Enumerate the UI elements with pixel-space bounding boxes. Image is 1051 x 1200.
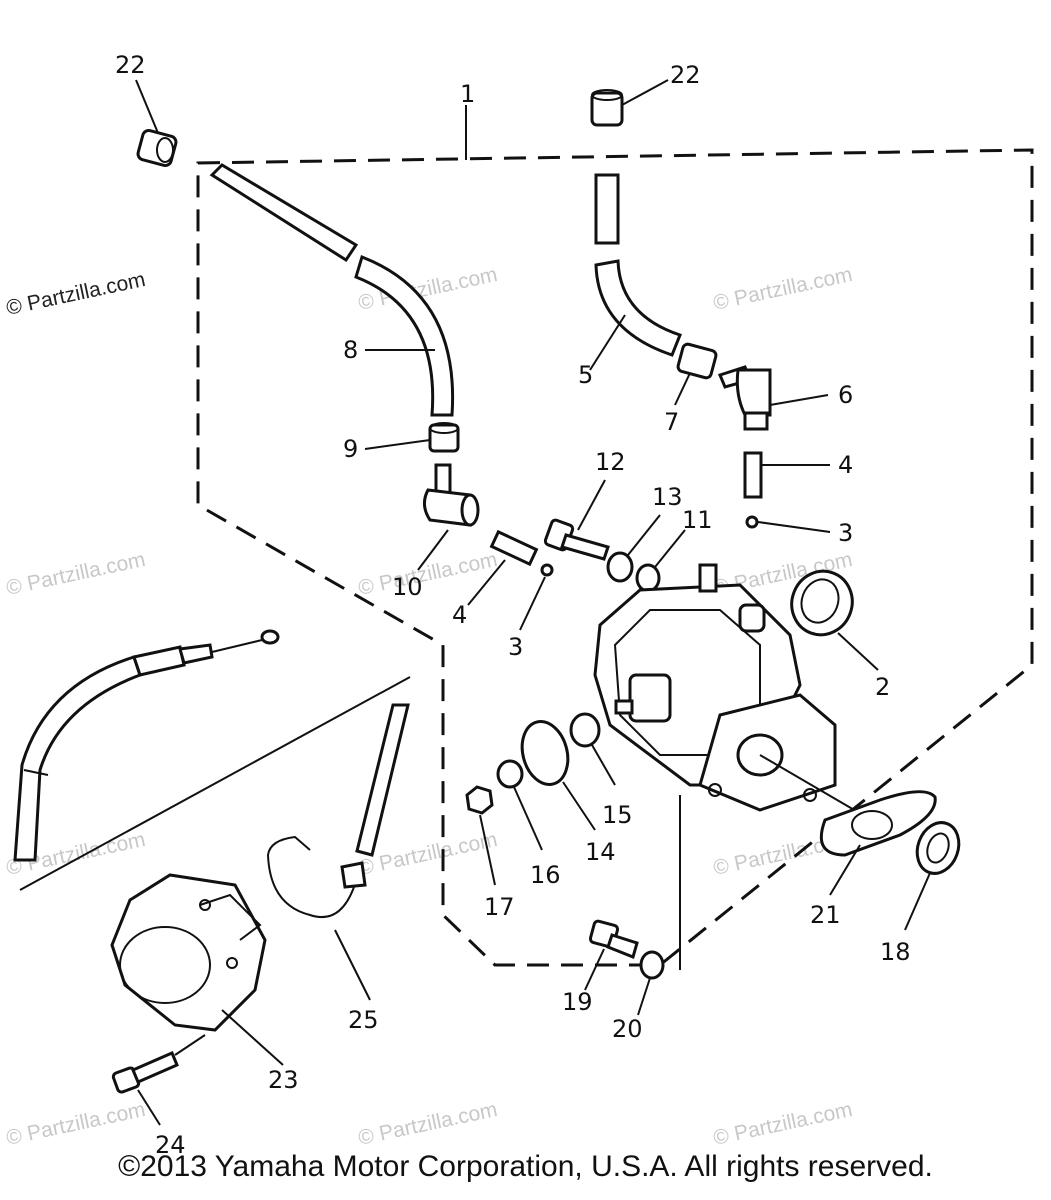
callout-6: 6: [838, 381, 853, 409]
part-25-cable: [266, 703, 410, 919]
leader-5: [589, 314, 626, 371]
leader-22b: [621, 79, 669, 106]
leader-3b: [519, 576, 546, 631]
part-11-washer: [635, 563, 661, 593]
leader-12: [577, 479, 606, 531]
callout-25: 25: [348, 1006, 379, 1034]
part-12-bolt: [543, 518, 610, 561]
leader-3a: [757, 521, 831, 533]
part-16-washer: [496, 759, 524, 789]
watermark-text: © Partzilla.com: [4, 548, 147, 600]
callout-13: 13: [652, 483, 683, 511]
watermark-text: © Partzilla.com: [4, 1098, 147, 1150]
part-5-hose-lower: [594, 259, 682, 357]
callout-17: 17: [484, 893, 515, 921]
callout-3: 3: [838, 519, 853, 547]
callout-10: 10: [392, 573, 423, 601]
part-19-bolt: [588, 919, 639, 960]
part-20-washer: [639, 950, 665, 980]
part-17-nut: [465, 785, 494, 815]
leader-7: [674, 372, 691, 406]
callout-3: 3: [508, 633, 523, 661]
callout-4: 4: [452, 601, 467, 629]
leader-6: [769, 394, 829, 406]
part-21-gasket: [819, 790, 937, 857]
part-23-pump-cover: [110, 873, 267, 1032]
part-5-hose-upper: [594, 173, 620, 245]
leader-21: [829, 844, 861, 896]
callout-16: 16: [530, 861, 561, 889]
separator-line: [19, 676, 411, 891]
leader-4b: [467, 559, 506, 606]
callout-15: 15: [602, 801, 633, 829]
leader-9: [364, 439, 431, 450]
part-24-screw: [111, 1051, 179, 1094]
callout-9: 9: [343, 435, 358, 463]
leader-23-bolt: [174, 1034, 206, 1056]
callout-5: 5: [578, 361, 593, 389]
leader-11: [654, 529, 686, 568]
leader-20: [637, 977, 651, 1016]
callout-8: 8: [343, 336, 358, 364]
part-3-ball-left: [540, 563, 554, 577]
callout-7: 7: [664, 408, 679, 436]
callout-labels: 22 22 1 8 9 10 5 7 6 4 3 12 13 11 4 3 2 …: [115, 51, 911, 1159]
part-10-elbow-fitting: [423, 463, 480, 527]
part-13-washer: [606, 551, 634, 583]
part-4-spring-left: [489, 529, 539, 567]
part-7-clamp: [676, 342, 718, 380]
leader-16: [513, 786, 543, 851]
callout-1: 1: [460, 80, 475, 108]
part-2-oil-seal: [790, 569, 854, 637]
callout-22: 22: [115, 51, 146, 79]
copyright-notice: ©2013 Yamaha Motor Corporation, U.S.A. A…: [118, 1150, 933, 1183]
assembly-boundary: [196, 148, 1034, 967]
callout-4: 4: [838, 451, 853, 479]
leader-18: [904, 872, 931, 931]
leader-13: [627, 514, 661, 556]
leader-19: [584, 948, 605, 991]
part-6-elbow-fitting: [717, 365, 772, 431]
callout-14: 14: [585, 838, 616, 866]
part-4-spring-right: [743, 451, 763, 499]
watermark-text: © Partzilla.com: [711, 1098, 854, 1150]
leader-15: [591, 744, 616, 786]
leader-2: [837, 632, 879, 671]
leader-22a: [135, 79, 159, 134]
callout-18: 18: [880, 938, 911, 966]
leader-14: [562, 781, 596, 831]
oil-pump-cable-left: [13, 629, 280, 862]
part-15-washer: [569, 712, 601, 748]
leader-10: [417, 529, 449, 571]
part-18-seal: [915, 821, 961, 875]
watermark-text: © Partzilla.com: [356, 1098, 499, 1150]
callout-23: 23: [268, 1066, 299, 1094]
part-14-plate: [520, 720, 570, 786]
callout-24: 24: [155, 1131, 186, 1159]
callout-2: 2: [875, 673, 890, 701]
callout-12: 12: [595, 448, 626, 476]
oil-pump-body: [593, 563, 837, 812]
callout-22: 22: [670, 61, 701, 89]
part-8-hose-upper: [209, 163, 359, 263]
callout-20: 20: [612, 1015, 643, 1043]
part-9-clamp: [428, 422, 460, 453]
leader-24: [137, 1089, 161, 1126]
part-22-cap-right: [590, 89, 624, 127]
leader-23: [221, 1009, 284, 1066]
callout-21: 21: [810, 901, 841, 929]
watermark-text: © Partzilla.com: [4, 268, 147, 320]
leader-25: [334, 929, 371, 1001]
part-3-ball-right: [745, 515, 759, 529]
watermark-text: © Partzilla.com: [711, 263, 854, 315]
part-8-hose-lower: [354, 255, 455, 417]
callout-19: 19: [562, 988, 593, 1016]
callout-11: 11: [682, 506, 713, 534]
part-22-cap-left: [136, 128, 178, 168]
leader-17: [479, 814, 496, 886]
